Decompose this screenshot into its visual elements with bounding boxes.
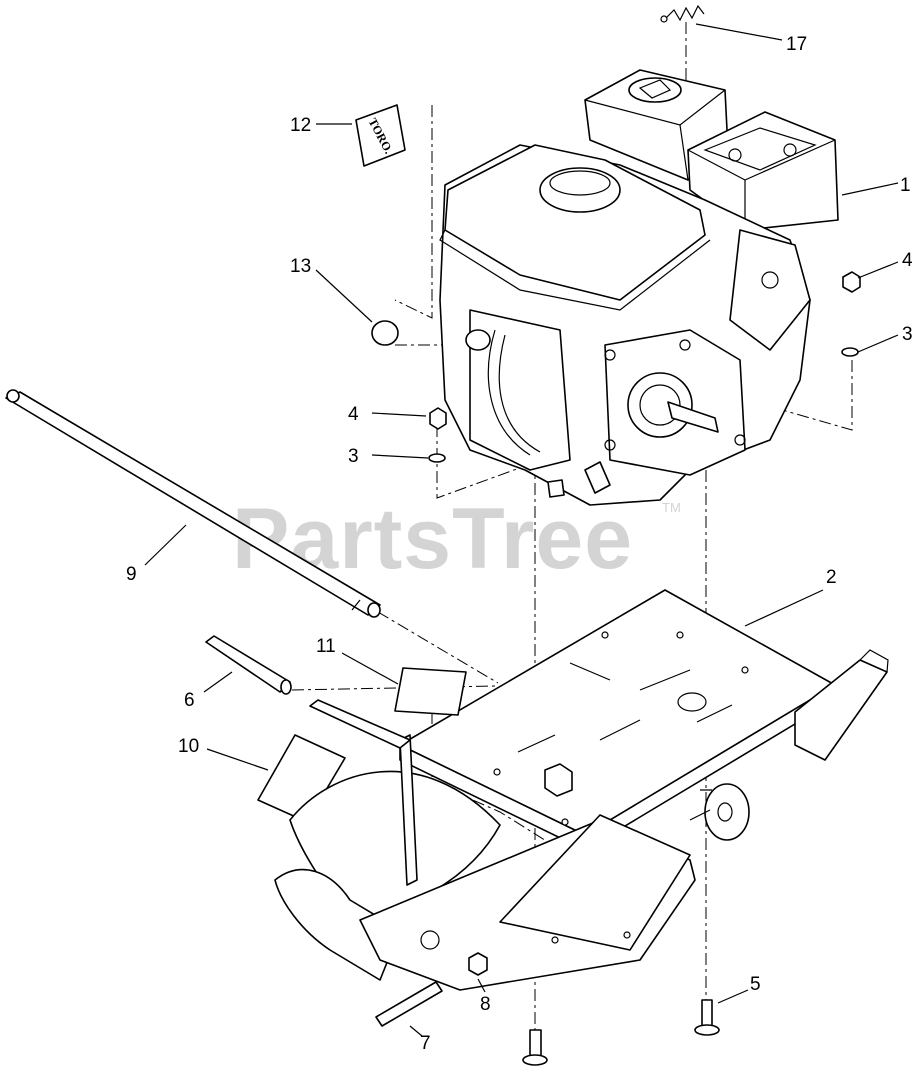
frame-part: [399, 589, 889, 851]
callout-11: 11: [316, 636, 336, 657]
nut-washer-parts: [428, 271, 861, 463]
callout-4-right: 4: [902, 250, 913, 271]
pin-7-part: [375, 981, 443, 1027]
watermark-trademark: TM: [662, 500, 681, 515]
decal-10-part: [257, 734, 346, 823]
callout-12: 12: [290, 115, 311, 136]
toro-decal-part: TORO.: [355, 104, 406, 167]
callout-7: 7: [420, 1033, 431, 1054]
callout-4-left: 4: [348, 404, 359, 425]
bolt-5-part: [694, 999, 720, 1036]
callout-3-right: 3: [902, 324, 913, 345]
callout-8: 8: [480, 994, 491, 1015]
blade-guard-part: [274, 699, 696, 991]
handle-tube-part: [5, 389, 381, 618]
knob-part: [371, 320, 399, 346]
callout-1: 1: [900, 175, 911, 196]
callout-2: 2: [826, 567, 837, 588]
leader-lines: [144, 23, 899, 1037]
callout-labels: 17 12 1 13 4 3 4 3 9 2 11 6 10 5 8 7: [126, 34, 913, 1054]
engine-part: [439, 69, 839, 506]
watermark-text: PartsTree: [232, 491, 633, 587]
grip-tube-part: [205, 635, 292, 695]
callout-10: 10: [178, 736, 199, 757]
callout-6: 6: [184, 690, 195, 711]
bolt-part: [522, 1029, 548, 1066]
spring-part: [660, 4, 705, 23]
callout-9: 9: [126, 564, 137, 585]
decal-11-part: [394, 667, 467, 716]
callout-5: 5: [750, 974, 761, 995]
callout-13: 13: [290, 256, 311, 277]
callout-3-left: 3: [348, 446, 359, 467]
nut-8-part: [468, 952, 488, 976]
callout-17: 17: [786, 34, 807, 55]
